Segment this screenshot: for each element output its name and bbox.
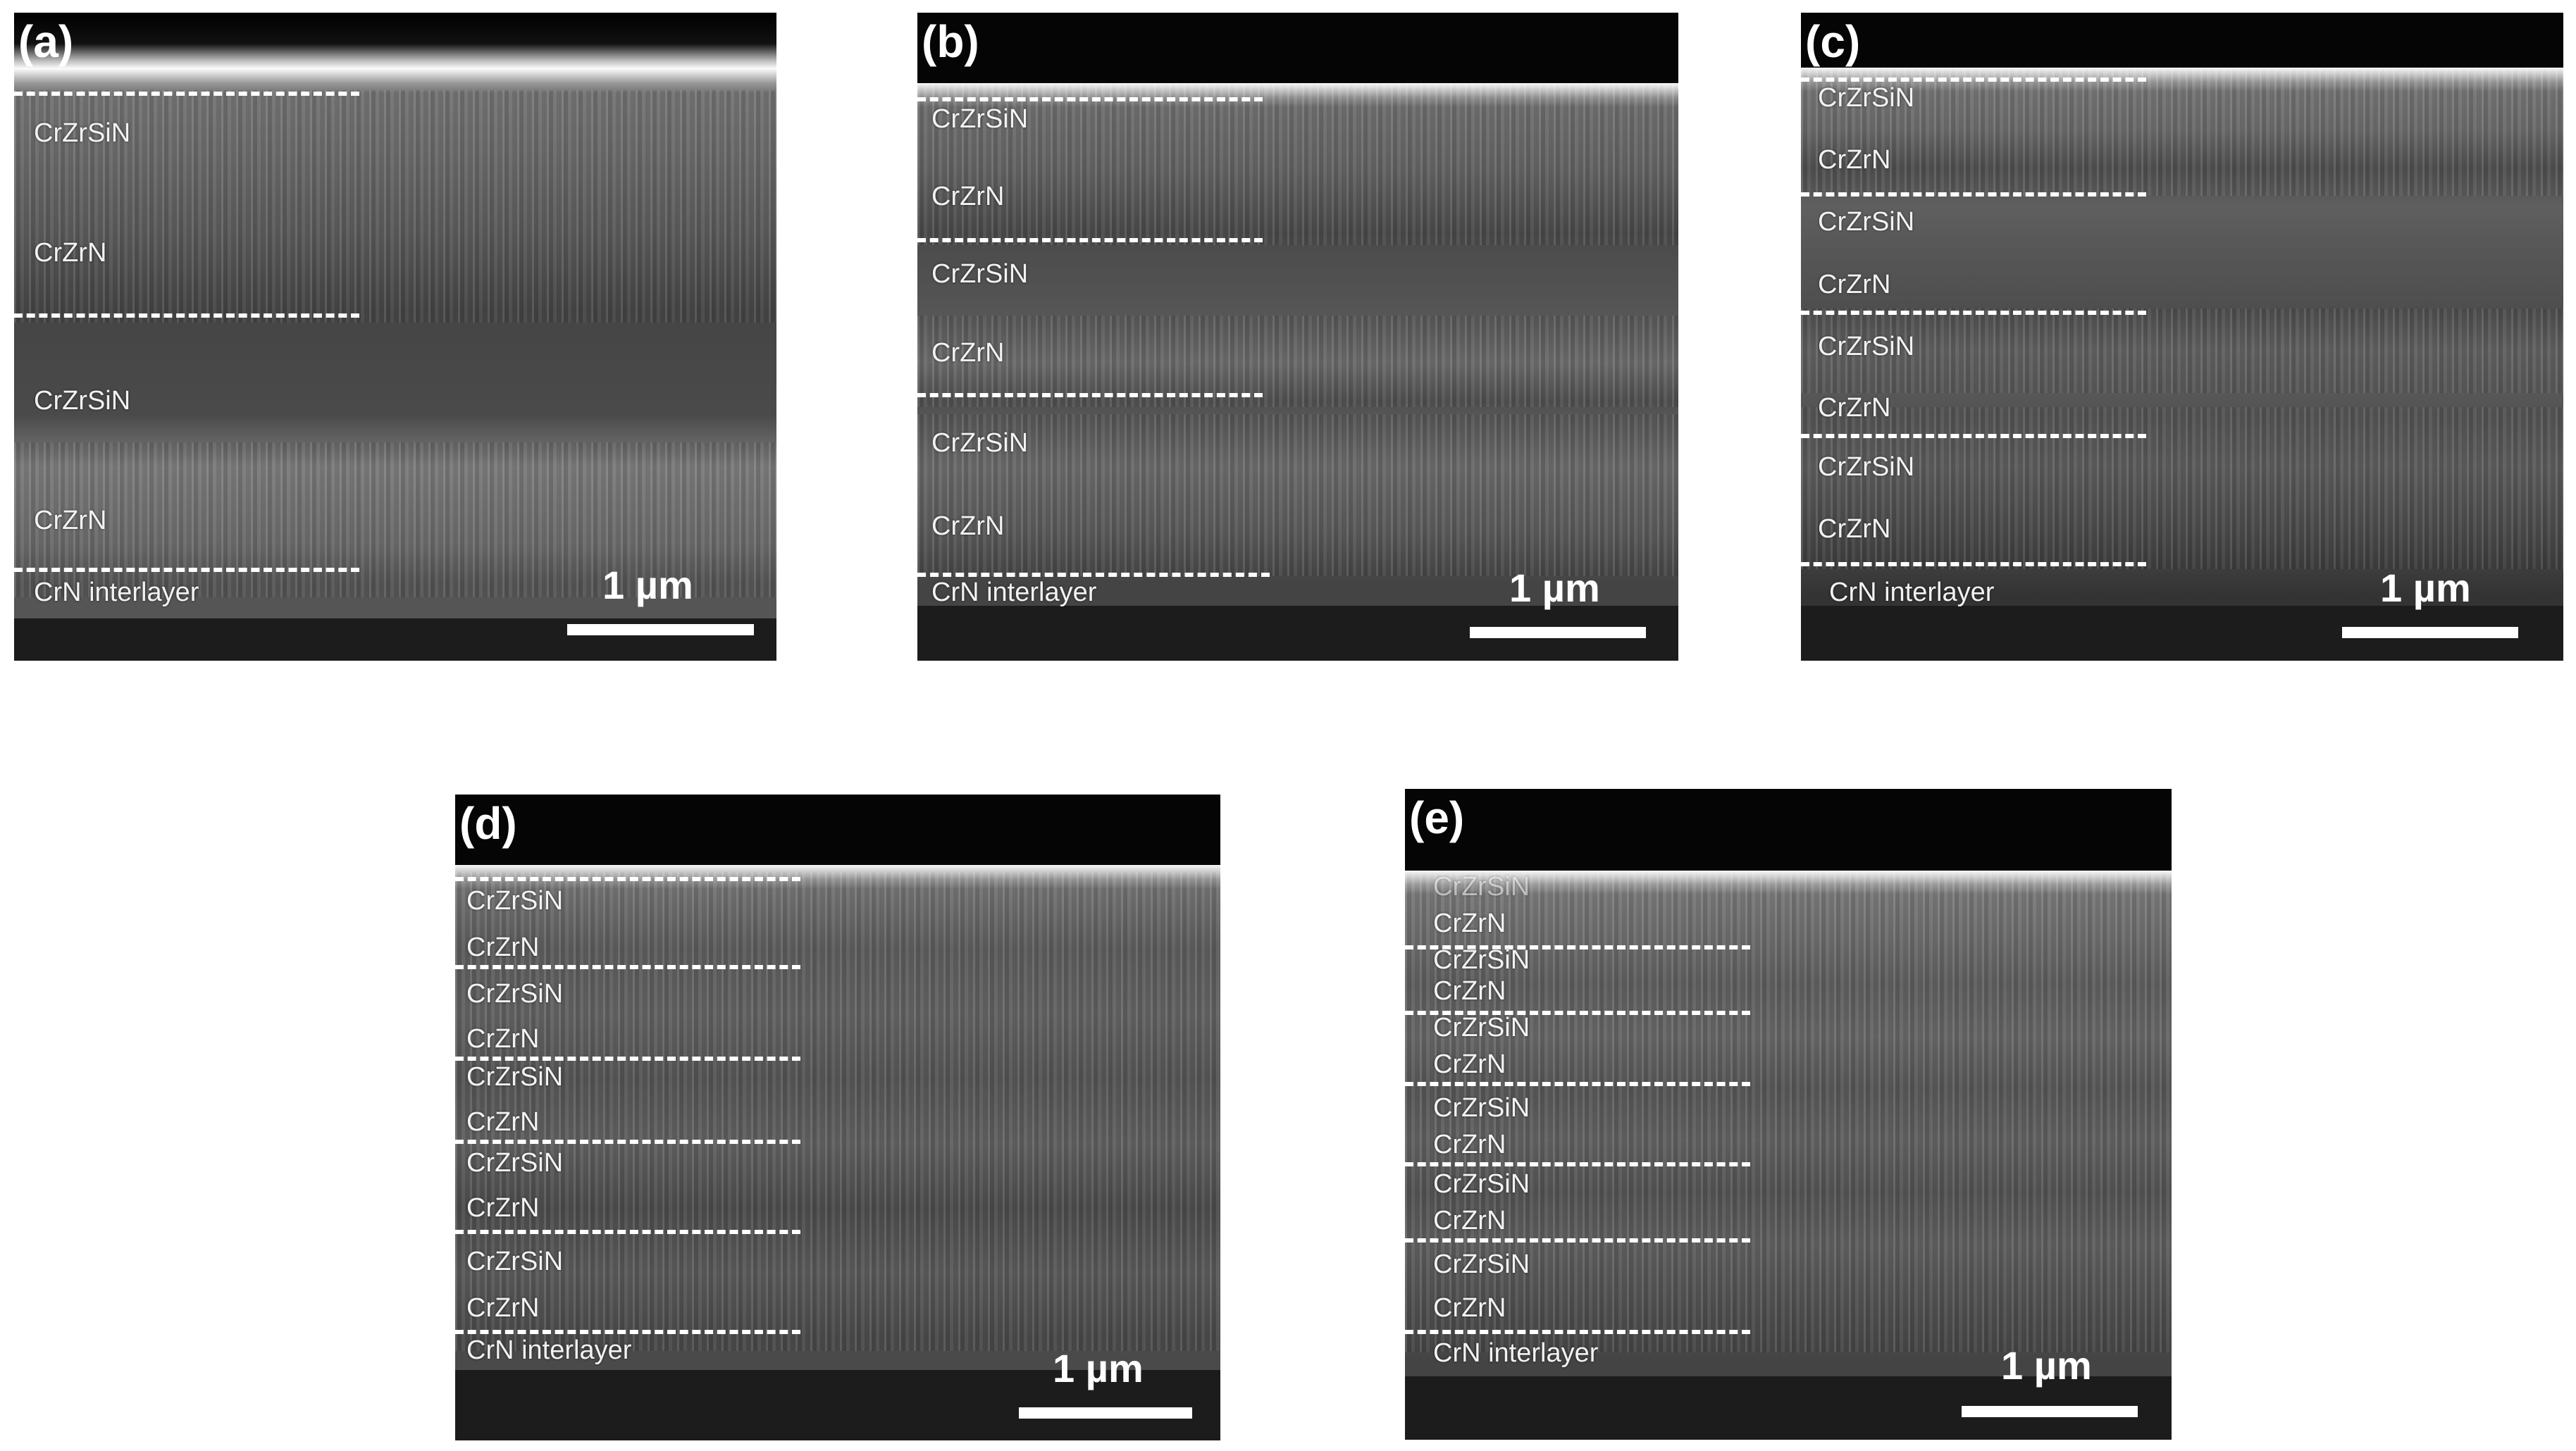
layer-boundary (1801, 311, 2146, 315)
layer-boundary (14, 568, 359, 572)
panel-label: (a) (18, 16, 74, 67)
layer-label: CrZrN (1433, 1050, 1506, 1079)
layer-boundary (455, 1230, 800, 1234)
layer-label: CrZrSiN (1433, 945, 1530, 975)
layer-label: CrZrN (466, 1193, 540, 1223)
sem-panel-c: CrZrSiN CrZrN CrZrSiN CrZrN CrZrSiN CrZr… (1801, 13, 2563, 661)
layer-label: CrZrSiN (466, 979, 564, 1009)
layer-label: CrN interlayer (931, 578, 1097, 607)
panel-label: (b) (922, 16, 979, 67)
layer-label: CrZrN (466, 1293, 540, 1323)
layer-boundary (1405, 1082, 1750, 1086)
layer-boundary (1405, 945, 1750, 949)
layer-boundary (1801, 77, 2146, 82)
layer-label: CrZrSiN (466, 1148, 564, 1178)
layer-label: CrZrN (1818, 393, 1891, 423)
sem-panel-d: CrZrSiN CrZrN CrZrSiN CrZrN CrZrSiN CrZr… (455, 795, 1220, 1440)
layer-boundary (917, 393, 1263, 397)
layer-label: CrZrN (931, 511, 1005, 541)
layer-label: CrZrSiN (1818, 452, 1915, 482)
layer-label: CrZrSiN (466, 1247, 564, 1276)
layer-label: CrZrSiN (1433, 1169, 1530, 1199)
layer-label: CrZrN (466, 1024, 540, 1054)
sem-panel-b: CrZrSiN CrZrN CrZrSiN CrZrN CrZrSiN CrZr… (917, 13, 1678, 661)
layer-boundary (455, 1330, 800, 1334)
layer-label: CrN interlayer (34, 578, 199, 607)
layer-label: CrZrN (1818, 514, 1891, 544)
layer-boundary (14, 313, 359, 318)
layer-label: CrZrSiN (931, 428, 1029, 458)
layer-label: CrZrSiN (931, 104, 1029, 134)
scale-bar-text: 1 µm (2001, 1343, 2092, 1388)
layer-label: CrZrSiN (1818, 83, 1915, 113)
scale-bar-text: 1 µm (1053, 1346, 1144, 1390)
scale-bar-text: 1 µm (2380, 566, 2471, 610)
layer-label: CrZrN (931, 338, 1005, 368)
layer-label: CrZrN (931, 182, 1005, 211)
layer-label: CrZrN (1433, 1293, 1506, 1323)
layer-label: CrZrN (466, 1107, 540, 1137)
scale-bar (567, 624, 754, 635)
panel-label: (c) (1805, 16, 1861, 67)
layer-boundary (917, 238, 1263, 242)
layer-boundary (455, 965, 800, 969)
scale-bar (1962, 1406, 2138, 1417)
layer-boundary (1405, 1011, 1750, 1015)
layer-label: CrN interlayer (466, 1335, 632, 1365)
layer-boundary (14, 92, 359, 96)
layer-label: CrN interlayer (1433, 1338, 1599, 1368)
layer-label: CrZrSiN (34, 386, 131, 416)
layer-label: CrZrN (466, 933, 540, 962)
layer-boundary (1801, 192, 2146, 197)
scale-bar-text: 1 µm (602, 563, 693, 607)
sem-panel-e: CrZrSiN CrZrN CrZrSiN CrZrN CrZrSiN CrZr… (1405, 789, 2172, 1440)
layer-label: CrN interlayer (1829, 578, 1995, 607)
scale-bar (2342, 627, 2518, 638)
layer-boundary (455, 1140, 800, 1144)
layer-label: CrZrSiN (1433, 1093, 1530, 1123)
layer-label: CrZrN (1433, 1206, 1506, 1235)
layer-boundary (1405, 1238, 1750, 1243)
layer-label: CrZrSiN (1818, 332, 1915, 361)
layer-label: CrZrN (1818, 145, 1891, 175)
layer-label: CrZrSiN (466, 886, 564, 916)
layer-label: CrZrN (34, 506, 107, 535)
layer-boundary (455, 1057, 800, 1061)
layer-label: CrZrSiN (931, 259, 1029, 289)
layer-label: CrZrSiN (466, 1062, 564, 1092)
layer-label: CrZrN (1433, 1130, 1506, 1159)
scale-bar (1019, 1407, 1192, 1419)
panel-label: (e) (1409, 792, 1465, 843)
layer-label: CrZrN (1433, 976, 1506, 1006)
layer-boundary (1405, 1162, 1750, 1166)
panel-label: (d) (459, 798, 517, 849)
layer-boundary (1801, 562, 2146, 566)
layer-boundary (455, 877, 800, 881)
layer-label: CrZrSiN (1818, 207, 1915, 237)
scale-bar-text: 1 µm (1509, 566, 1600, 610)
layer-label: CrZrSiN (1433, 1013, 1530, 1042)
sem-panel-a: CrZrSiN CrZrN CrZrSiN CrZrN CrN interlay… (14, 13, 776, 661)
layer-label: CrZrSiN (34, 118, 131, 148)
layer-boundary (917, 573, 1270, 577)
layer-label: CrZrN (1433, 909, 1506, 938)
layer-label: CrZrSiN (1433, 1250, 1530, 1279)
layer-label: CrZrSiN (1433, 872, 1530, 902)
scale-bar (1470, 627, 1646, 638)
layer-boundary (1801, 434, 2146, 438)
layer-boundary (1405, 1330, 1750, 1334)
layer-label: CrZrN (34, 238, 107, 268)
layer-label: CrZrN (1818, 270, 1891, 299)
layer-boundary (917, 97, 1263, 101)
